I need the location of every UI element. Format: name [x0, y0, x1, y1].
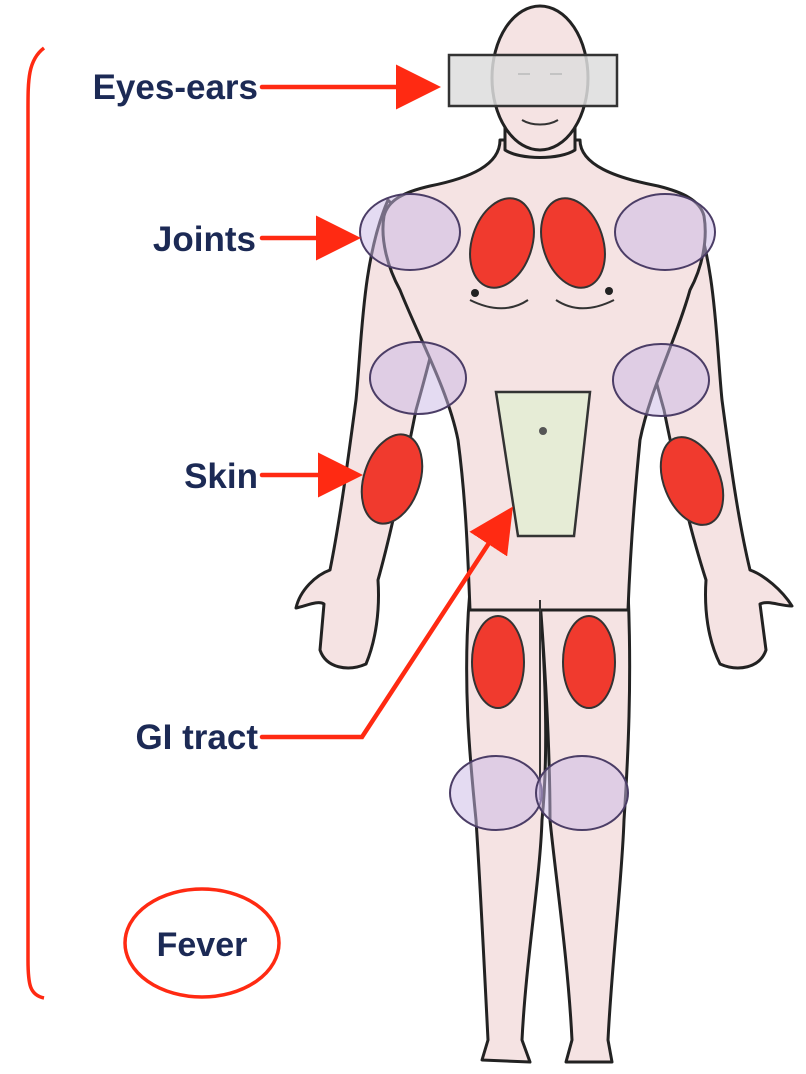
joint-shoulder-left [360, 194, 460, 270]
label-eyes-ears: Eyes-ears [93, 68, 258, 107]
label-joints: Joints [153, 220, 256, 259]
skin-lesion-thigh-right [563, 616, 615, 708]
left-brace-icon [28, 48, 44, 998]
joint-elbow-right [613, 344, 709, 416]
label-gi-tract: GI tract [135, 718, 258, 757]
skin-lesion-thigh-left [472, 616, 524, 708]
label-skin: Skin [184, 457, 258, 496]
right-nipple [605, 287, 613, 295]
eyes-ears-band [449, 55, 617, 106]
navel [539, 427, 547, 435]
joint-knee-left [450, 756, 542, 830]
label-fever: Fever [157, 926, 248, 964]
joint-elbow-left [370, 342, 466, 414]
joint-knee-right [536, 756, 628, 830]
joint-shoulder-right [615, 194, 715, 270]
left-nipple [471, 289, 479, 297]
